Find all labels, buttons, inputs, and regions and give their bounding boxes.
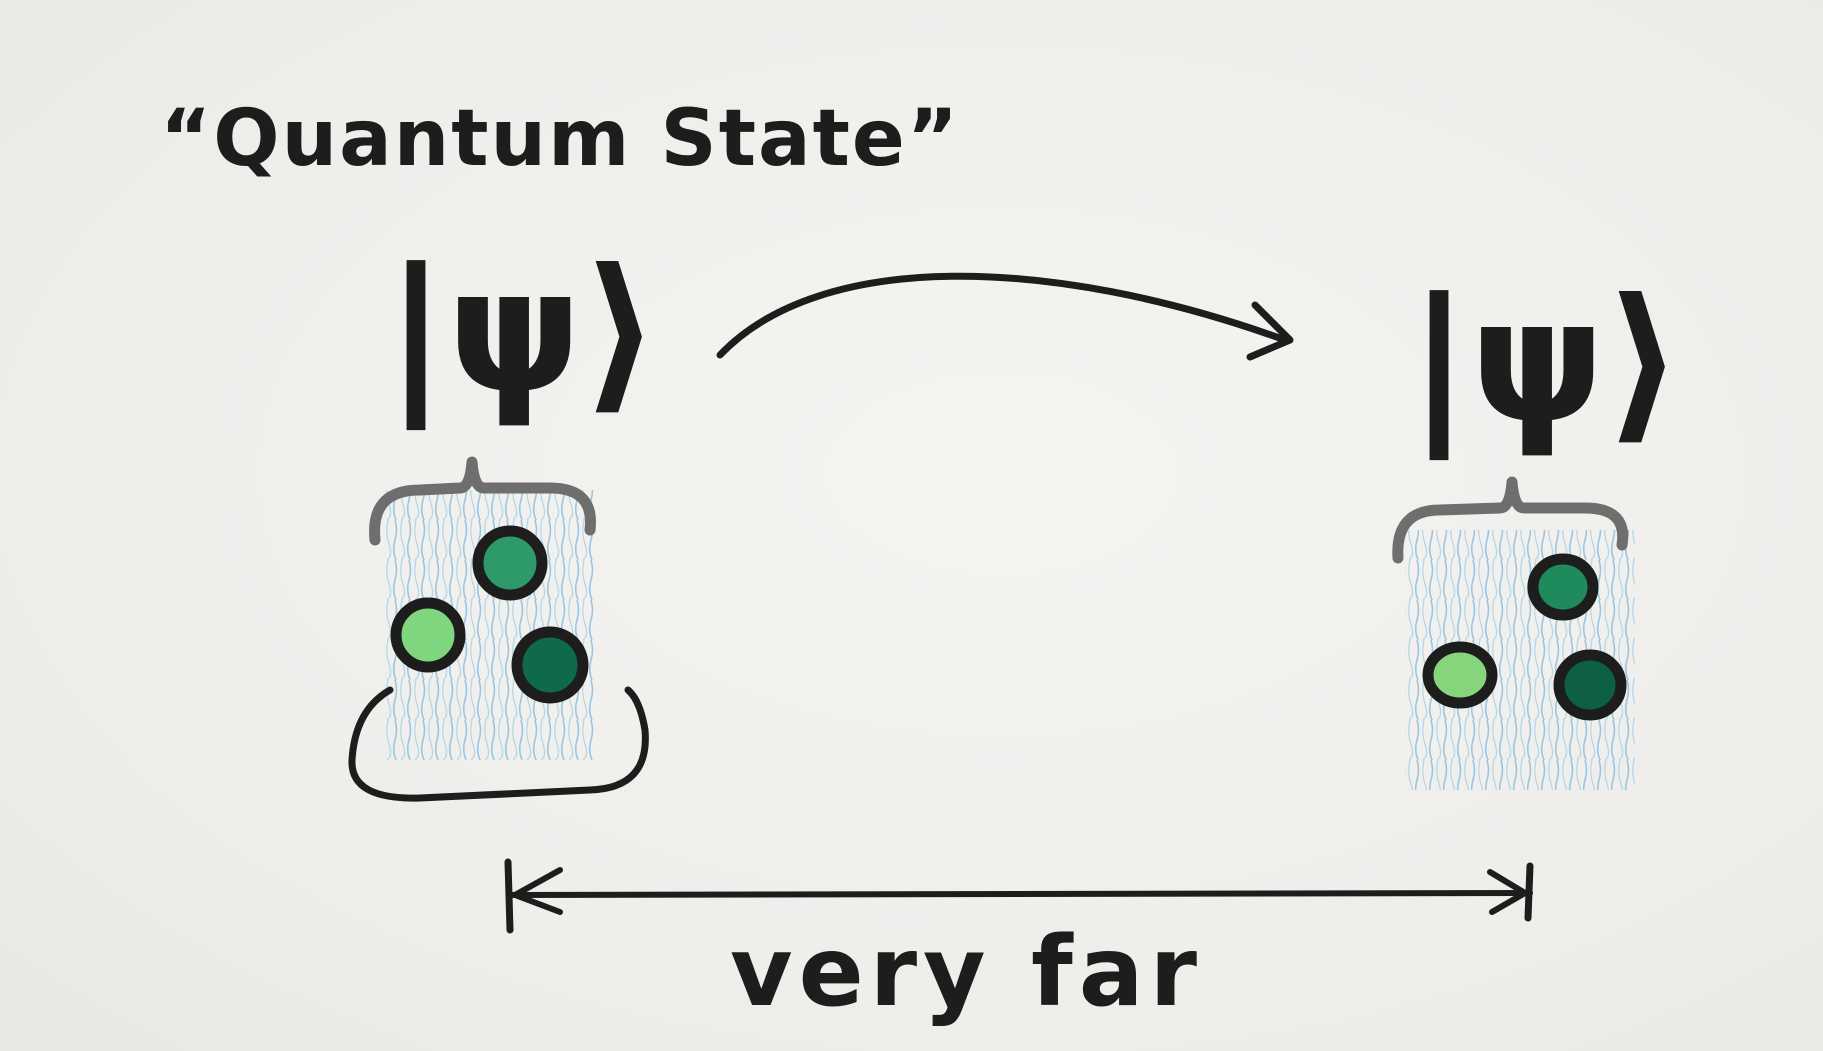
transfer-arrow xyxy=(716,272,1289,359)
left-particle-1 xyxy=(472,525,548,601)
left-ket-label: |ψ⟩ xyxy=(385,233,660,431)
left-particle-group xyxy=(348,456,649,802)
transfer-arrow-head-icon xyxy=(1246,301,1294,361)
right-particle-3 xyxy=(1553,649,1627,721)
distance-label: very far xyxy=(730,916,1203,1028)
right-particle-group xyxy=(1392,476,1635,790)
right-particle-2 xyxy=(1422,641,1498,709)
diagram-title: “Quantum State” xyxy=(160,94,960,184)
left-curly-brace-icon xyxy=(369,456,596,546)
left-particle-3 xyxy=(511,626,589,704)
left-base-bracket xyxy=(348,686,649,802)
left-particle-2 xyxy=(390,597,466,673)
distance-arrow xyxy=(504,858,1534,934)
right-ket-label: |ψ⟩ xyxy=(1408,263,1683,461)
right-curly-brace-icon xyxy=(1392,476,1629,564)
right-particle-1 xyxy=(1527,553,1599,621)
